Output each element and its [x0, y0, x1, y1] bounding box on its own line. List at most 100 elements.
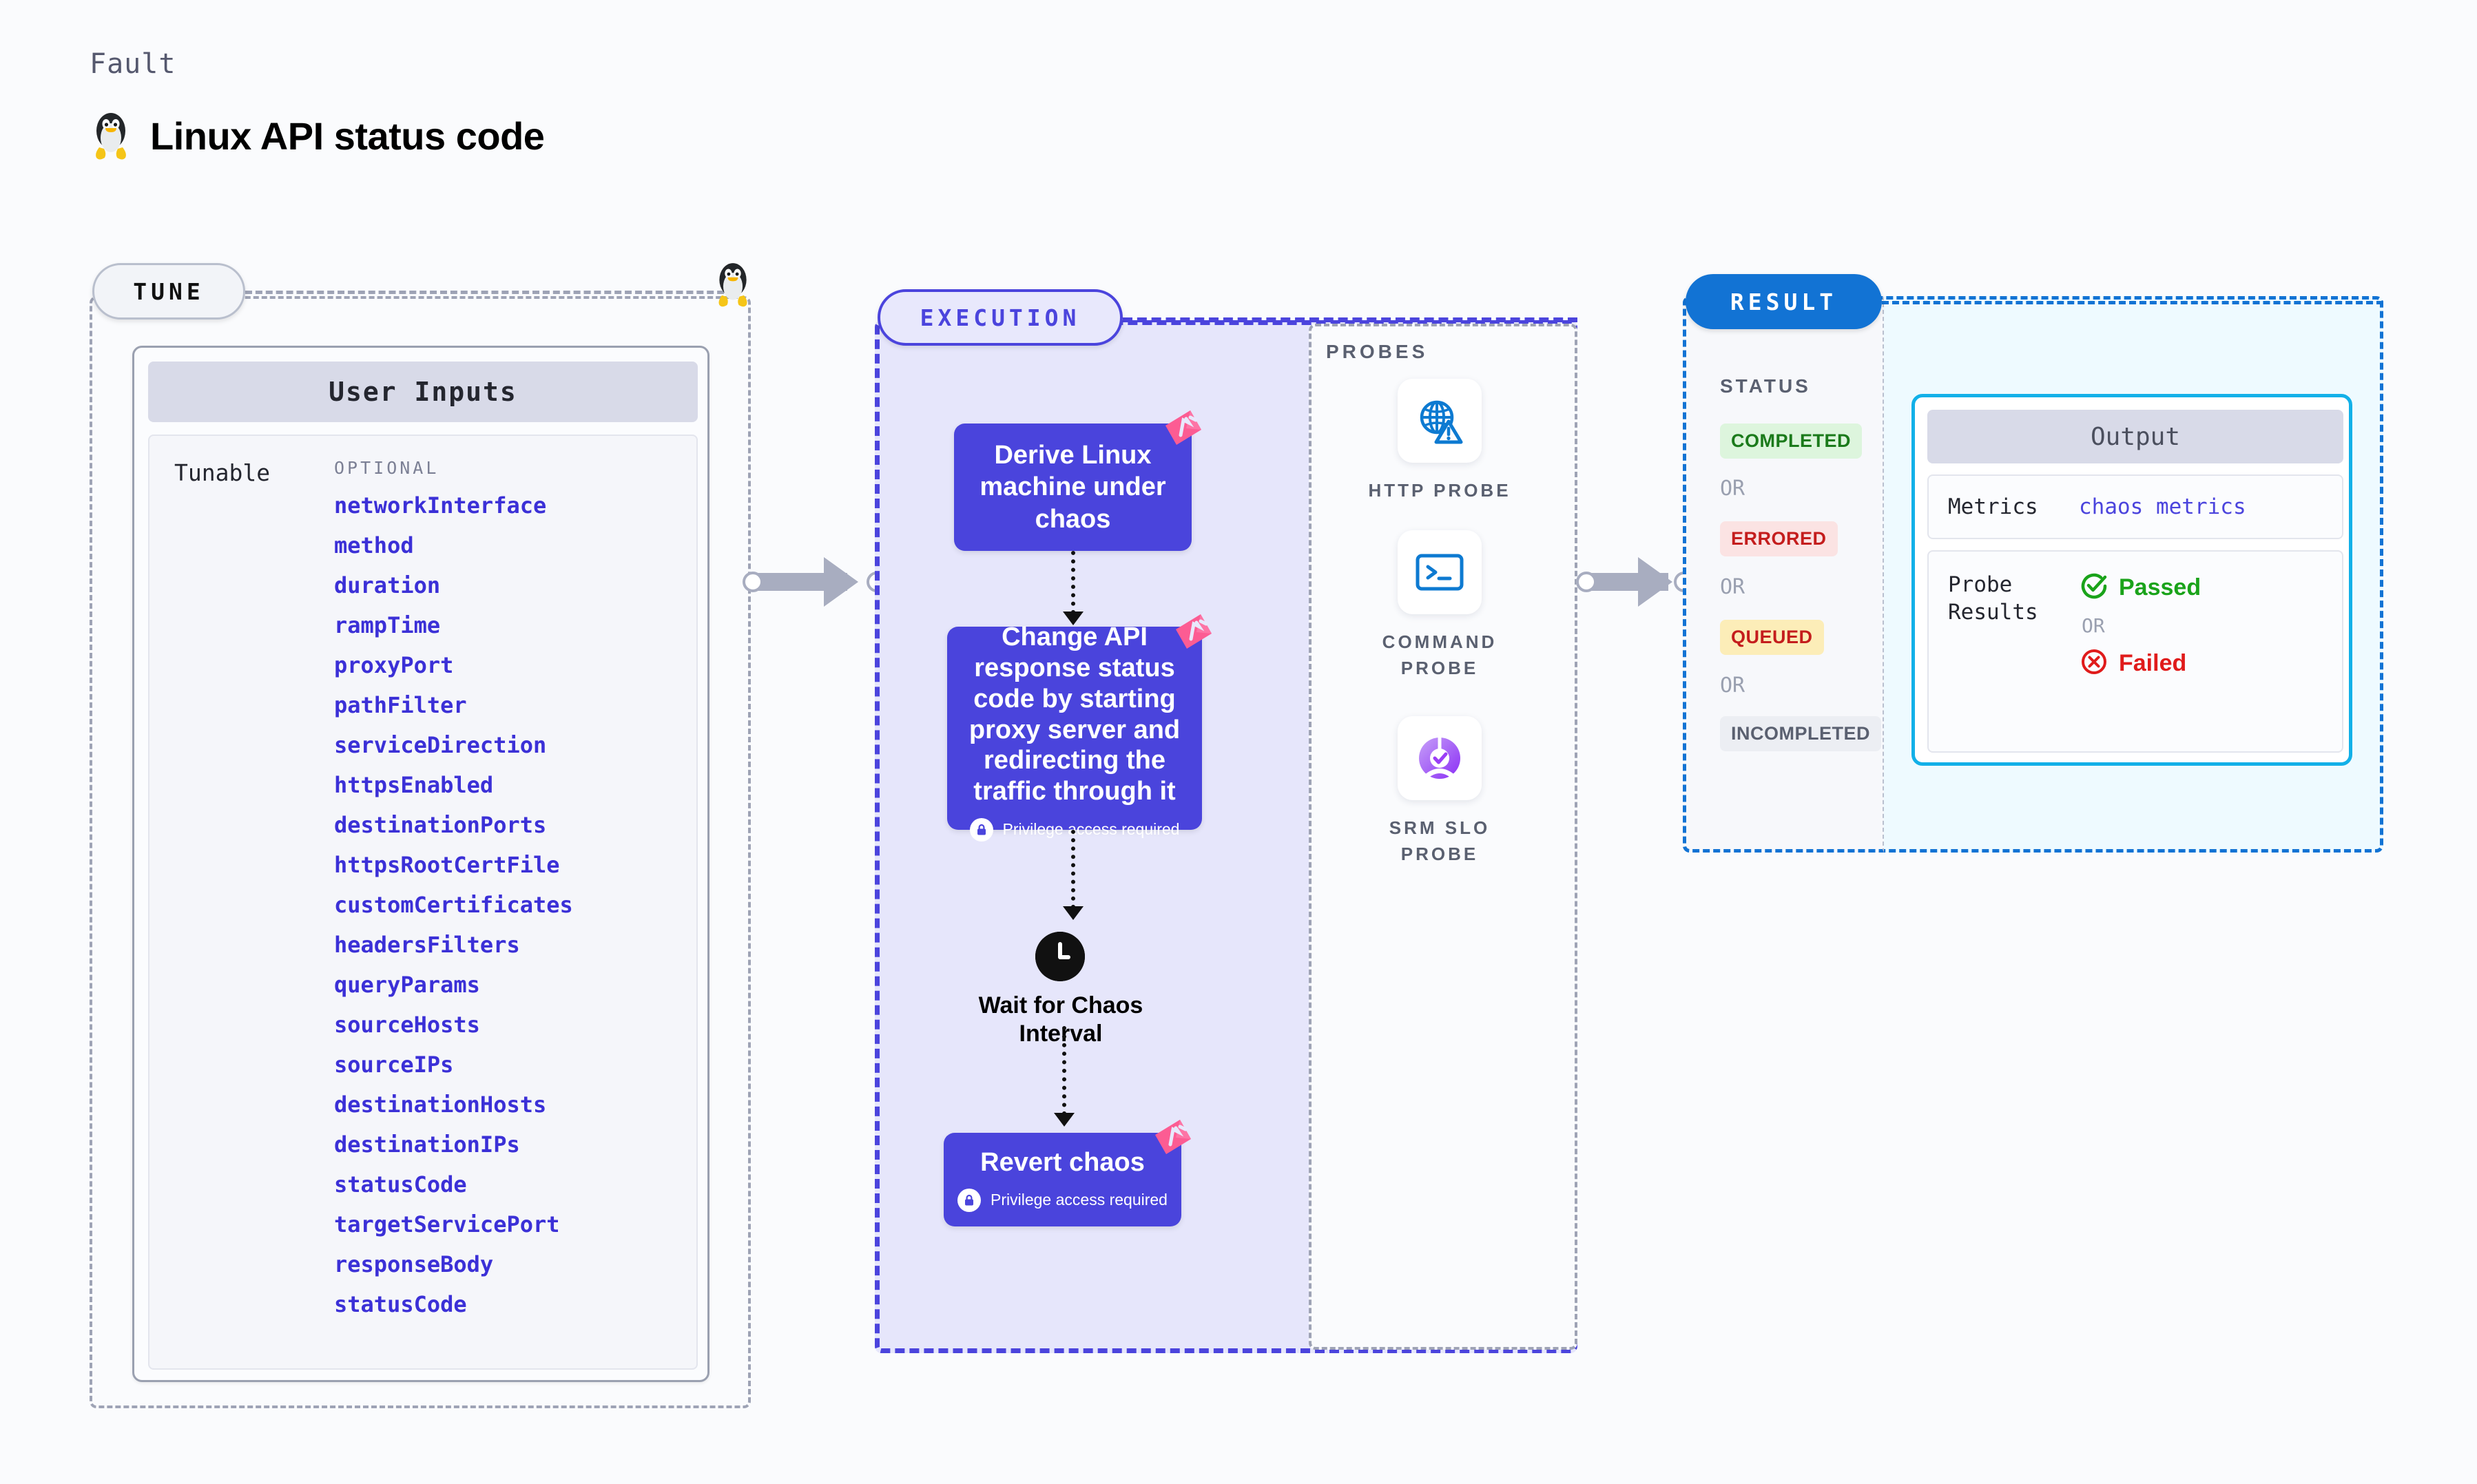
user-inputs-title: User Inputs — [148, 362, 698, 422]
execution-connector-line — [1123, 317, 1577, 322]
probe-command[interactable]: COMMAND PROBE — [1354, 530, 1526, 681]
param-sourceHosts[interactable]: sourceHosts — [334, 1012, 480, 1038]
param-headersFilters[interactable]: headersFilters — [334, 932, 520, 958]
fault-eyebrow-label: Fault — [90, 48, 176, 80]
output-probe-results-key: Probe Results — [1948, 572, 2038, 625]
probe-srm-slo[interactable]: SRM SLO PROBE — [1354, 716, 1526, 867]
param-pathFilter[interactable]: pathFilter — [334, 692, 467, 718]
linux-tux-penguin-icon — [90, 110, 132, 161]
probes-panel — [1309, 324, 1577, 1350]
execution-step-change-status-code[interactable]: Change API response status code by start… — [947, 623, 1202, 842]
probe-http-label: HTTP PROBE — [1368, 480, 1511, 501]
slo-donut-check-icon — [1398, 716, 1482, 800]
connector-dot-execution-out — [1576, 572, 1597, 592]
tune-panel — [90, 296, 751, 1408]
terminal-icon — [1398, 530, 1482, 614]
tune-connector-line — [245, 291, 734, 294]
probe-srm-slo-label: SRM SLO PROBE — [1389, 817, 1491, 864]
tune-stage-pill[interactable]: TUNE — [92, 263, 245, 320]
optional-section-label: OPTIONAL — [334, 458, 439, 478]
status-badge-errored: ERRORED — [1720, 521, 1838, 556]
flow-line-2 — [1071, 830, 1075, 909]
flow-line-1 — [1071, 551, 1075, 614]
execution-step-1-text: Derive Linux machine under chaos — [980, 440, 1166, 534]
flow-line-3 — [1062, 1026, 1066, 1116]
flow-arrow-3 — [1054, 1113, 1075, 1127]
param-method[interactable]: method — [334, 532, 414, 558]
output-title: Output — [1927, 410, 2343, 463]
x-circle-icon — [2079, 647, 2109, 680]
execution-step-derive-machine[interactable]: Derive Linux machine under chaos — [954, 424, 1192, 551]
result-connector-line — [1882, 301, 2383, 304]
chaos-corner-badge-icon-2 — [1173, 612, 1216, 651]
tunable-group-label: Tunable — [174, 459, 271, 486]
param-statusCode[interactable]: statusCode — [334, 1171, 467, 1198]
status-or-3: OR — [1720, 673, 1745, 698]
probe-http[interactable]: HTTP PROBE — [1354, 379, 1526, 504]
status-badge-incompleted: INCOMPLETED — [1720, 716, 1882, 751]
privilege-badge-step-2: Privilege access required — [969, 817, 1180, 842]
status-title: STATUS — [1720, 375, 1811, 397]
status-badge-queued: QUEUED — [1720, 620, 1824, 655]
output-probe-results-row: Probe Results Passed OR — [1927, 550, 2343, 753]
probe-result-passed: Passed — [2079, 571, 2201, 605]
param-destinationHosts[interactable]: destinationHosts — [334, 1091, 547, 1118]
user-inputs-body: Tunable OPTIONAL networkInterface method… — [148, 435, 698, 1370]
tunable-parameter-column: OPTIONAL networkInterface method duratio… — [334, 436, 573, 1368]
param-proxyPort[interactable]: proxyPort — [334, 652, 454, 678]
flow-arrow-2 — [1063, 906, 1084, 920]
status-or-2: OR — [1720, 575, 1745, 599]
probe-result-or: OR — [2082, 614, 2105, 637]
param-customCertificates[interactable]: customCertificates — [334, 892, 573, 918]
probe-command-label: COMMAND PROBE — [1382, 631, 1497, 678]
param-responseBody[interactable]: responseBody — [334, 1251, 494, 1277]
lock-icon-2 — [957, 1188, 982, 1212]
wait-for-chaos-interval-label: Wait for Chaos Interval — [978, 992, 1143, 1047]
page-title-row: Linux API status code — [90, 110, 545, 161]
probe-result-failed-label: Failed — [2119, 650, 2187, 676]
output-metrics-row: Metrics chaos metrics — [1927, 474, 2343, 539]
result-status-column — [1683, 296, 1884, 853]
output-card: Output Metrics chaos metrics Probe Resul… — [1911, 394, 2352, 766]
output-metrics-value[interactable]: chaos metrics — [2079, 494, 2246, 519]
chaos-corner-badge-icon — [1163, 408, 1205, 448]
param-statusCode-2[interactable]: statusCode — [334, 1291, 467, 1317]
param-serviceDirection[interactable]: serviceDirection — [334, 732, 547, 758]
param-duration[interactable]: duration — [334, 572, 441, 598]
param-networkInterface[interactable]: networkInterface — [334, 492, 547, 519]
probes-title: PROBES — [1326, 341, 1429, 362]
probe-result-passed-label: Passed — [2119, 574, 2201, 600]
param-httpsRootCertFile[interactable]: httpsRootCertFile — [334, 852, 560, 878]
param-destinationPorts[interactable]: destinationPorts — [334, 812, 547, 838]
flow-arrow-1 — [1063, 612, 1084, 625]
privilege-badge-step-3: Privilege access required — [957, 1188, 1168, 1212]
execution-step-2-text: Change API response status code by start… — [968, 623, 1181, 806]
status-badge-completed: COMPLETED — [1720, 424, 1863, 459]
param-targetServicePort[interactable]: targetServicePort — [334, 1211, 560, 1237]
globe-warning-icon — [1398, 379, 1482, 463]
output-metrics-key: Metrics — [1948, 494, 2038, 519]
privilege-text-step-3: Privilege access required — [991, 1191, 1168, 1209]
probe-result-failed: Failed — [2079, 647, 2201, 680]
check-circle-icon — [2079, 571, 2109, 605]
user-inputs-card: User Inputs Tunable OPTIONAL networkInte… — [132, 346, 709, 1382]
result-stage-pill[interactable]: RESULT — [1686, 274, 1882, 329]
chaos-corner-badge-icon-3 — [1152, 1117, 1195, 1157]
connector-arrow-execution-result — [1638, 557, 1672, 607]
lock-icon — [969, 817, 993, 842]
execution-step-revert-chaos[interactable]: Revert chaos Privilege access required — [944, 1133, 1181, 1226]
param-queryParams[interactable]: queryParams — [334, 972, 480, 998]
param-rampTime[interactable]: rampTime — [334, 612, 441, 638]
page-title: Linux API status code — [150, 114, 545, 158]
connector-dot-tune-out — [743, 572, 763, 592]
connector-arrow-tune-execution — [824, 557, 858, 607]
privilege-text-step-2: Privilege access required — [1002, 820, 1180, 839]
clock-icon — [1035, 932, 1085, 981]
execution-stage-pill[interactable]: EXECUTION — [878, 289, 1123, 346]
status-or-1: OR — [1720, 477, 1745, 501]
execution-step-3-text: Revert chaos — [980, 1147, 1145, 1177]
param-sourceIPs[interactable]: sourceIPs — [334, 1052, 454, 1078]
linux-tux-corner-icon — [713, 260, 753, 312]
param-destinationIPs[interactable]: destinationIPs — [334, 1131, 520, 1158]
param-httpsEnabled[interactable]: httpsEnabled — [334, 772, 494, 798]
